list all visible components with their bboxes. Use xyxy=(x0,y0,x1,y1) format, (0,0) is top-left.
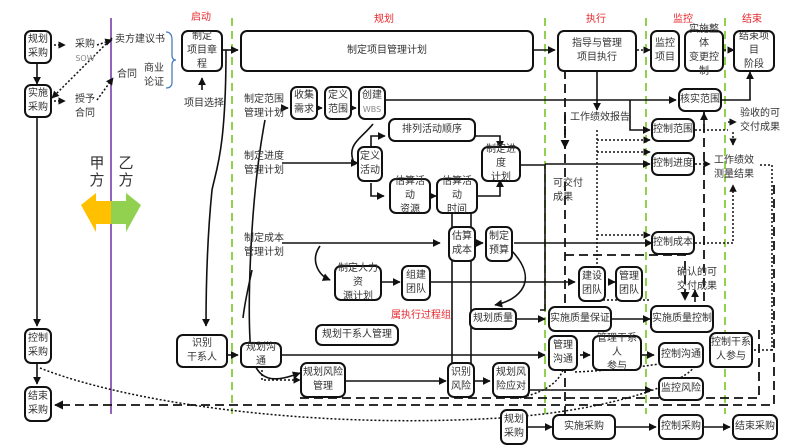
node-define-activities[interactable]: 定义 活动 xyxy=(357,146,383,182)
label-project-selection: 项目选择 xyxy=(184,98,224,109)
phase-label-initiating: 启动 xyxy=(191,12,211,23)
label-procurement-sow: 采购 SOW xyxy=(75,38,95,66)
node-control-procurement[interactable]: 控制采购 xyxy=(658,414,704,440)
node-plan-procurement-buyer[interactable]: 规划 采购 xyxy=(24,30,52,64)
group-label-executing: 属执行过程组 xyxy=(391,310,451,321)
label-schedule-mgmt-plan: 制定进度 管理计划 xyxy=(244,151,284,176)
phase-label-planning: 规划 xyxy=(374,14,394,25)
node-plan-communications[interactable]: 规划沟通 xyxy=(240,342,282,368)
label-verified-deliverables: 确认的可 交付成果 xyxy=(677,267,717,292)
node-manage-communications[interactable]: 管理 沟通 xyxy=(548,335,578,371)
node-perform-qa[interactable]: 实施质量保证 xyxy=(548,306,612,332)
label-sow-sub: SOW xyxy=(75,54,95,63)
node-plan-procurement[interactable]: 规划 采购 xyxy=(500,409,528,445)
node-plan-quality[interactable]: 规划质量 xyxy=(469,308,517,330)
wbs-sub: WBS xyxy=(362,105,382,114)
node-control-procurement-buyer[interactable]: 控制 采购 xyxy=(24,328,52,364)
node-close-project-phase[interactable]: 结束项目 阶段 xyxy=(733,30,775,72)
node-develop-schedule[interactable]: 制定进度 计划 xyxy=(481,144,521,183)
node-direct-manage-execution[interactable]: 指导与管理 项目执行 xyxy=(557,30,637,72)
label-scope-mgmt-plan: 制定范围 管理计划 xyxy=(244,94,284,119)
node-close-procurement[interactable]: 结束采购 xyxy=(732,414,778,440)
node-estimate-resources[interactable]: 估算活动 资源 xyxy=(389,176,431,215)
node-determine-budget[interactable]: 制定 预算 xyxy=(485,226,513,262)
node-control-communications[interactable]: 控制沟通 xyxy=(658,342,704,368)
phase-label-executing: 执行 xyxy=(586,14,606,25)
party-seller: 乙 方 xyxy=(118,154,134,189)
node-conduct-procurement[interactable]: 实施采购 xyxy=(552,414,616,440)
node-hr-plan[interactable]: 制定人力资 源计划 xyxy=(334,263,382,302)
label-work-performance-measurements: 工作绩效 测量结果 xyxy=(714,155,754,180)
node-control-costs[interactable]: 控制成本 xyxy=(651,231,695,255)
node-identify-stakeholders[interactable]: 识别 干系人 xyxy=(176,334,228,368)
phase-label-monitoring: 监控 xyxy=(673,14,693,25)
label-work-performance-report: 工作绩效报告 xyxy=(570,112,630,123)
label-cost-mgmt-plan: 制定成本 管理计划 xyxy=(244,233,284,258)
phase-label-closing: 结束 xyxy=(742,14,762,25)
label-accepted-deliverables: 验收的可 交付成果 xyxy=(740,108,780,133)
label-sow-title: 采购 xyxy=(75,39,95,50)
label-deliverables: 可交付 成果 xyxy=(553,178,583,203)
node-manage-team[interactable]: 管理 团队 xyxy=(615,266,643,302)
node-validate-scope[interactable]: 核实范围 xyxy=(678,88,722,112)
node-plan-risk-mgmt[interactable]: 规划风险 管理 xyxy=(300,362,346,398)
wbs-title: 创建 xyxy=(362,90,382,101)
node-monitor-control-work[interactable]: 监控 项目 xyxy=(650,30,680,72)
node-plan-stakeholder-mgmt[interactable]: 规划干系人管理 xyxy=(315,324,399,346)
party-buyer: 甲 方 xyxy=(89,154,105,189)
label-seller-proposal: 卖方建议书 xyxy=(115,34,165,45)
node-define-scope[interactable]: 定义 范围 xyxy=(324,86,352,120)
node-develop-pm-plan[interactable]: 制定项目管理计划 xyxy=(240,30,534,72)
node-develop-charter[interactable]: 制定 项目章程 xyxy=(181,30,223,72)
label-contract: 合同 xyxy=(117,69,137,80)
node-create-wbs[interactable]: 创建 WBS xyxy=(358,86,386,120)
node-control-stakeholder-engagement[interactable]: 控制干系 人参与 xyxy=(709,332,753,368)
label-business-case: 商业 论证 xyxy=(144,63,164,88)
node-acquire-team[interactable]: 组建 团队 xyxy=(401,265,431,301)
business-case-bracket xyxy=(165,31,177,89)
node-develop-team[interactable]: 建设 团队 xyxy=(578,266,606,302)
node-control-schedule[interactable]: 控制进度 xyxy=(651,152,695,176)
node-sequence-activities[interactable]: 排列活动顺序 xyxy=(388,118,476,142)
party-double-arrow xyxy=(81,193,141,232)
node-control-risks[interactable]: 监控风险 xyxy=(658,377,704,401)
node-control-scope[interactable]: 控制范围 xyxy=(651,118,695,142)
node-estimate-durations[interactable]: 估算活动 时间 xyxy=(436,176,478,215)
node-conduct-procurement-buyer[interactable]: 实施 采购 xyxy=(24,84,52,118)
node-manage-stakeholder-engagement[interactable]: 管理干系人 参与 xyxy=(592,333,642,372)
node-plan-risk-responses[interactable]: 规划风 险应对 xyxy=(492,362,530,398)
node-perform-qc[interactable]: 实施质量控制 xyxy=(650,305,714,333)
label-award-contract: 授予 合同 xyxy=(75,94,95,119)
node-integrated-change-control[interactable]: 实施整体 变更控制 xyxy=(684,24,724,77)
node-close-procurement-buyer[interactable]: 结束 采购 xyxy=(24,386,52,422)
node-estimate-costs[interactable]: 估算 成本 xyxy=(448,226,476,262)
connectors xyxy=(33,46,754,431)
node-collect-requirements[interactable]: 收集 需求 xyxy=(290,86,318,120)
node-identify-risks[interactable]: 识别 风险 xyxy=(447,362,475,398)
